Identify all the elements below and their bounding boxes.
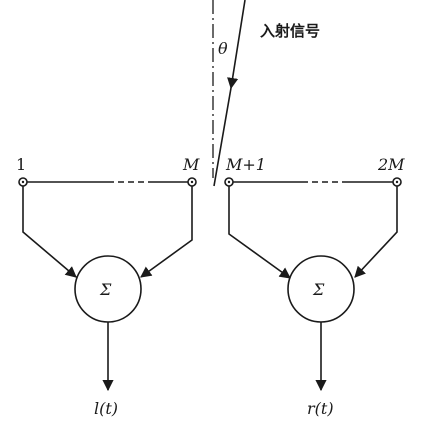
left-output-label: l(t) [94, 399, 118, 418]
left-feed-m [140, 186, 193, 278]
left-end-label: M [182, 155, 200, 174]
angle-label: θ [218, 39, 228, 58]
right-sigma-symbol: Σ [312, 280, 325, 299]
left-feed-1 [22, 186, 77, 278]
incident-arrow [227, 0, 246, 90]
incident-ray [213, 87, 232, 187]
right-output-label: r(t) [307, 399, 334, 418]
left-sensor-1 [18, 177, 28, 187]
left-sigma-symbol: Σ [99, 280, 112, 299]
right-feed-2m [354, 186, 398, 278]
right-sensor-m1 [224, 177, 234, 187]
left-sensor-m [187, 177, 197, 187]
left-start-label: 1 [16, 155, 26, 174]
right-start-label: M+1 [225, 155, 266, 174]
right-subarray: M+1 2M Σ r(t) [224, 155, 405, 418]
right-sensor-2m [392, 177, 402, 187]
left-subarray: 1 M Σ l(t) [16, 155, 200, 418]
right-end-label: 2M [377, 155, 405, 174]
right-feed-m1 [228, 186, 291, 279]
incident-signal-label: 入射信号 [260, 22, 320, 40]
